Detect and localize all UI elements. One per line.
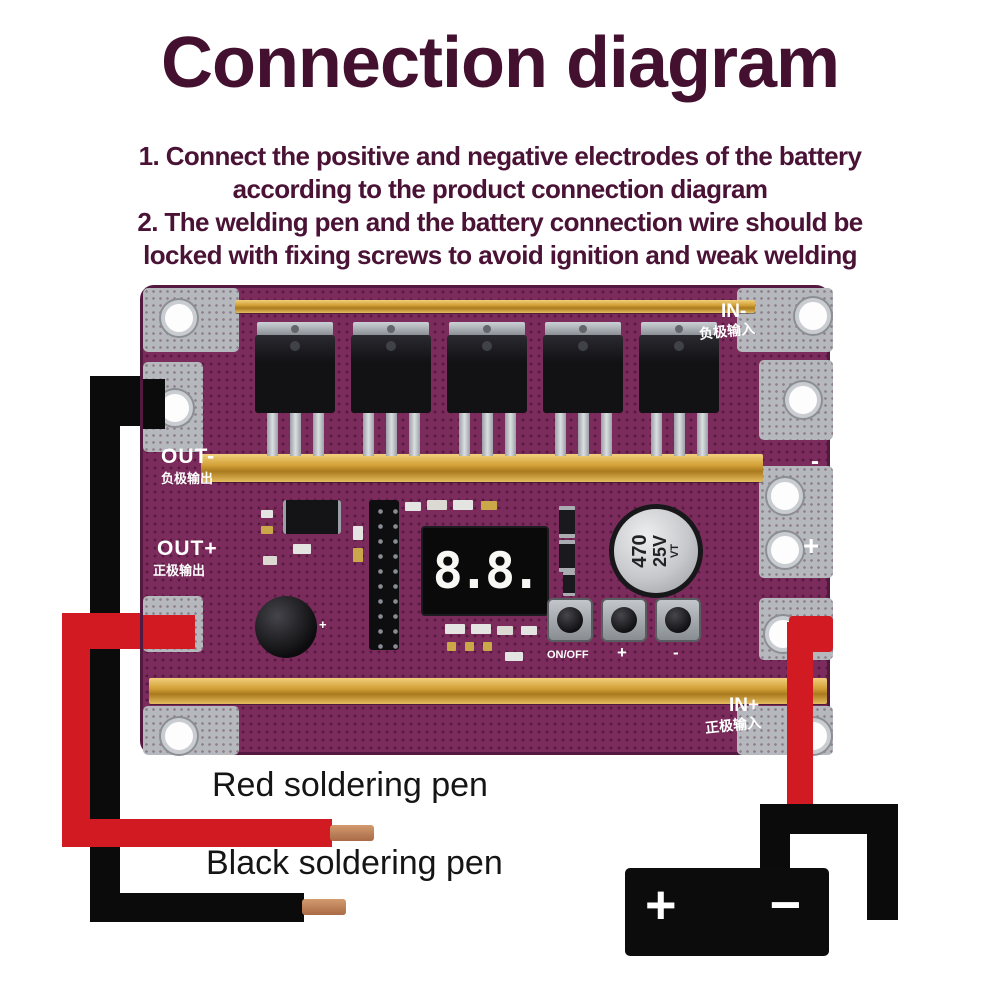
instruction-line-2: according to the product connection diag… (232, 174, 768, 204)
instruction-line-3: 2. The welding pen and the battery conne… (137, 207, 863, 237)
copper-strip-top (235, 300, 755, 313)
smd-component (405, 502, 421, 511)
smd-resistor (471, 624, 491, 634)
label-pad-minus: - (811, 448, 819, 475)
black-pen-label: Black soldering pen (206, 844, 503, 882)
minus-button (655, 598, 701, 642)
red-wire-horizontal (62, 819, 332, 847)
smd-component (453, 500, 473, 510)
label-out-positive: OUT+ (157, 537, 218, 560)
mosfet-body (351, 335, 431, 413)
mounting-hole (795, 298, 831, 334)
smd-component (353, 548, 363, 562)
smd-component (293, 544, 311, 554)
smd-component (483, 642, 492, 651)
onoff-button (547, 598, 593, 642)
label-out-negative-cn: 负极输出 (161, 471, 214, 486)
button-cap (611, 607, 637, 633)
smd-component (263, 556, 277, 565)
red-wire-vertical-left (62, 613, 90, 847)
mosfet-transistor (255, 322, 335, 456)
mosfet-body (255, 335, 335, 413)
electrolytic-capacitor: 470 25V VT (609, 504, 703, 598)
battery-minus-terminal: − (769, 875, 801, 935)
capacitor-voltage: 25V (650, 534, 671, 568)
capacitor-value: 470 (629, 534, 652, 568)
pcb-board: OUT- 负极输出 OUT+ 正极输出 IN- 负极输入 IN+ 正极输入 - … (140, 285, 833, 755)
diode-component (559, 506, 575, 538)
terminal-hole-plus (767, 532, 803, 568)
label-onoff: ON/OFF (547, 649, 589, 661)
label-in-negative: IN- (721, 301, 747, 322)
terminal-hole-minus (767, 478, 803, 514)
red-wire-vertical-right (787, 622, 813, 814)
black-wire-battery-stub (760, 804, 790, 874)
capacitor-print: 470 25V VT (614, 509, 698, 593)
button-cap (665, 607, 691, 633)
mosfet-transistor (543, 322, 623, 456)
smd-component (261, 526, 273, 534)
page-title: Connection diagram (160, 23, 840, 103)
seven-segment-display: 8.8. (421, 526, 549, 616)
instruction-line-1: 1. Connect the positive and negative ele… (138, 141, 862, 171)
red-pen-label: Red soldering pen (212, 766, 488, 804)
mosfet-tab (545, 322, 621, 336)
mounting-hole (161, 300, 197, 336)
red-wire-solder (143, 615, 195, 649)
smd-component (261, 510, 273, 518)
smd-component (427, 500, 447, 510)
smd-resistor (445, 624, 465, 634)
instructions-block: 1. Connect the positive and negative ele… (0, 140, 1000, 272)
label-in-positive: IN+ (729, 695, 760, 716)
smd-resistor (521, 626, 537, 635)
mosfet-transistor (351, 322, 431, 456)
instruction-line-4: locked with fixing screws to avoid ignit… (143, 240, 857, 270)
label-button-minus: - (673, 643, 679, 662)
mosfet-body (543, 335, 623, 413)
buzzer-plus-mark: + (319, 617, 327, 632)
label-pad-plus: + (803, 530, 820, 561)
plus-button (601, 598, 647, 642)
smd-component (505, 652, 523, 661)
mounting-hole (161, 718, 197, 754)
button-cap (557, 607, 583, 633)
smd-component (447, 642, 456, 651)
battery-plus-terminal: + (645, 875, 677, 935)
buzzer (255, 596, 317, 658)
label-out-negative: OUT- (161, 445, 216, 468)
busbar-bottom (149, 678, 827, 704)
black-wire-horizontal-bottom (90, 893, 304, 922)
battery: + − (625, 868, 829, 956)
smd-component (353, 526, 363, 540)
pin-header (369, 500, 399, 650)
mosfet-transistor (639, 322, 719, 456)
smd-component (481, 501, 497, 510)
smd-component (465, 642, 474, 651)
mosfet-tab (641, 322, 717, 336)
ic-chip (283, 500, 341, 534)
mosfet-tab (257, 322, 333, 336)
smd-resistor (497, 626, 513, 635)
label-out-positive-cn: 正极输出 (153, 563, 206, 578)
black-wire-solder (143, 379, 165, 429)
mosfet-body (639, 335, 719, 413)
mosfet-tab (449, 322, 525, 336)
pad-top-right (737, 288, 833, 352)
red-pen-copper-tip (330, 825, 374, 841)
diode-component (563, 572, 575, 596)
mosfet-tab (353, 322, 429, 336)
label-button-plus: + (617, 643, 627, 662)
black-wire-vertical-right (867, 804, 898, 920)
diode-component (559, 540, 575, 572)
capacitor-series: VT (669, 543, 682, 559)
black-pen-copper-tip (302, 899, 346, 915)
mosfet-transistor (447, 322, 527, 456)
mosfet-body (447, 335, 527, 413)
terminal-hole-in-negative (785, 382, 821, 418)
busbar-middle (201, 454, 763, 482)
